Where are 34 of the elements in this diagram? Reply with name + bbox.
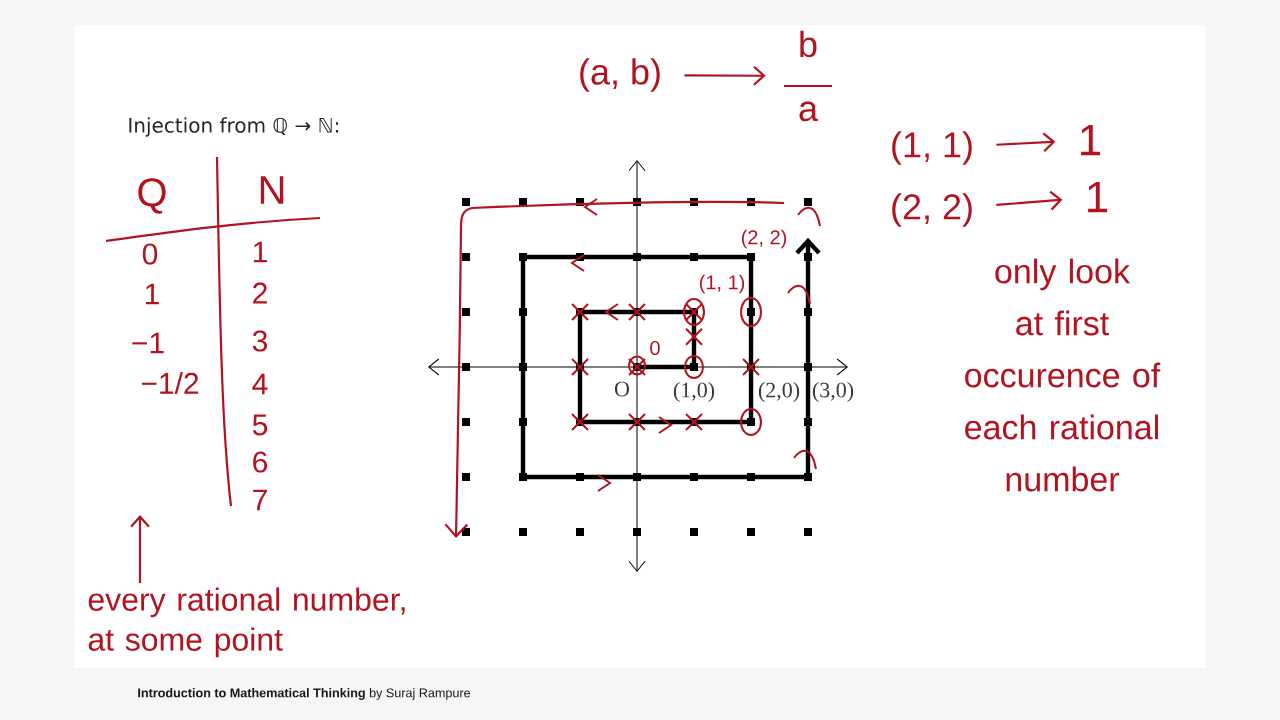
origin-label: O (614, 381, 630, 397)
table-entry: 2 (253, 282, 267, 304)
handwritten-note: only look at first occurence of each rational number (965, 258, 1161, 492)
table-entry: 6 (253, 451, 268, 473)
handwritten-number: 1 (1088, 181, 1108, 213)
handwritten-number: 1 (1081, 124, 1101, 156)
point-label: 0 (650, 340, 660, 356)
arrow (996, 190, 1063, 211)
point-label: (2, 2) (741, 229, 787, 249)
table-entry: 5 (252, 414, 268, 436)
table-entry: 0 (142, 243, 158, 265)
table-entry: −1/2 (141, 372, 199, 394)
caption: Introduction to Mathematical Thinking by Suraj Rampure (138, 688, 471, 700)
table-entry: 1 (253, 241, 267, 263)
handwritten-pair: (2, 2) (892, 193, 972, 227)
table-entry: −1 (132, 332, 164, 354)
handwritten-pair: (1, 1) (892, 131, 972, 165)
column-heading: N (260, 176, 284, 204)
coordinate-label: (1,0) (673, 382, 715, 402)
coordinate-label: (2,0) (758, 382, 800, 402)
coordinate-label: (3,0) (812, 382, 854, 402)
point-label: (1, 1) (699, 274, 745, 294)
handwritten-note: every rational number, at some point (88, 587, 405, 658)
title: Injection from ℚ → ℕ: (129, 117, 339, 137)
fraction: b a (783, 30, 833, 122)
arrow (996, 132, 1056, 153)
table-entry: 3 (252, 330, 268, 352)
handwritten-pair: (a, b) (580, 58, 660, 92)
table-entry: 4 (252, 373, 268, 395)
column-heading: Q (138, 178, 166, 214)
table-entry: 7 (253, 489, 267, 511)
arrow (684, 65, 766, 86)
table-entry: 1 (145, 283, 159, 305)
arrow (130, 515, 150, 583)
